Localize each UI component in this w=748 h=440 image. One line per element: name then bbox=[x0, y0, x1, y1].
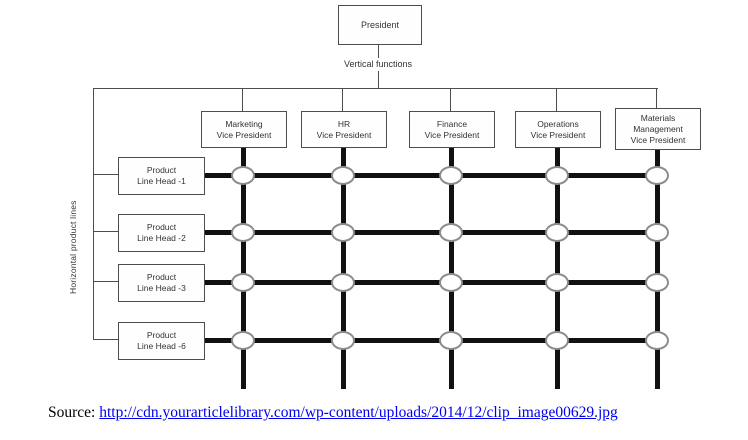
matrix-node bbox=[231, 272, 255, 292]
source-citation: Source: http://cdn.yourarticlelibrary.co… bbox=[48, 404, 618, 422]
vp-box-materials-management: Materials Management Vice President bbox=[615, 108, 701, 150]
horizontal-product-line bbox=[203, 172, 657, 178]
product-line-head-1-box: Product Line Head -1 bbox=[118, 157, 205, 195]
matrix-node bbox=[331, 222, 355, 242]
matrix-node bbox=[231, 165, 255, 185]
product-line-head-3-box: Product Line Head -3 bbox=[118, 264, 205, 302]
horizontal-product-line bbox=[203, 279, 657, 285]
matrix-node bbox=[231, 222, 255, 242]
matrix-node bbox=[645, 272, 669, 292]
horizontal-product-line bbox=[203, 337, 657, 343]
matrix-node bbox=[231, 330, 255, 350]
connector-line bbox=[378, 71, 379, 88]
left-bracket-line bbox=[93, 88, 94, 340]
vertical-function-line bbox=[654, 144, 660, 389]
connector-line bbox=[93, 231, 118, 232]
matrix-node bbox=[545, 165, 569, 185]
connector-line bbox=[378, 43, 379, 58]
connector-line bbox=[656, 88, 657, 109]
horizontal-product-lines-label: Horizontal product lines bbox=[68, 160, 82, 335]
matrix-node bbox=[331, 330, 355, 350]
matrix-node bbox=[545, 330, 569, 350]
product-line-head-2-box: Product Line Head -2 bbox=[118, 214, 205, 252]
matrix-node bbox=[439, 330, 463, 350]
connector-line bbox=[342, 88, 343, 112]
vp-box-marketing: Marketing Vice President bbox=[201, 111, 287, 148]
vertical-function-line bbox=[554, 144, 560, 389]
connector-line bbox=[93, 174, 118, 175]
vertical-function-line bbox=[340, 144, 346, 389]
connector-line bbox=[556, 88, 557, 112]
vertical-functions-label: Vertical functions bbox=[330, 58, 426, 71]
matrix-node bbox=[645, 330, 669, 350]
top-connector-bar bbox=[93, 88, 658, 89]
vertical-function-line bbox=[448, 144, 454, 389]
matrix-node bbox=[645, 222, 669, 242]
vp-box-finance: Finance Vice President bbox=[409, 111, 495, 148]
connector-line bbox=[93, 281, 118, 282]
source-prefix: Source: bbox=[48, 404, 96, 421]
matrix-node bbox=[439, 165, 463, 185]
product-line-head-6-box: Product Line Head -6 bbox=[118, 322, 205, 360]
connector-line bbox=[242, 88, 243, 112]
vp-box-hr: HR Vice President bbox=[301, 111, 387, 148]
matrix-node bbox=[545, 272, 569, 292]
matrix-node bbox=[439, 222, 463, 242]
matrix-node bbox=[545, 222, 569, 242]
matrix-node bbox=[439, 272, 463, 292]
matrix-node bbox=[331, 165, 355, 185]
source-link[interactable]: http://cdn.yourarticlelibrary.com/wp-con… bbox=[99, 404, 618, 421]
matrix-node bbox=[645, 165, 669, 185]
vertical-function-line bbox=[240, 144, 246, 389]
vp-box-operations: Operations Vice President bbox=[515, 111, 601, 148]
horizontal-product-line bbox=[203, 229, 657, 235]
connector-line bbox=[93, 339, 118, 340]
connector-line bbox=[450, 88, 451, 112]
matrix-node bbox=[331, 272, 355, 292]
president-box: President bbox=[338, 5, 422, 45]
